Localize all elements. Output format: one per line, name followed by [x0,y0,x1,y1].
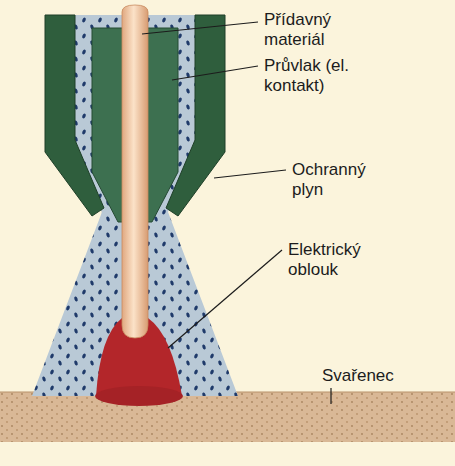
part-label: Průvlak (el. kontakt) [264,56,376,96]
leader-line [214,170,286,178]
part-label: Přídavný materiál [264,10,376,50]
leader-line [330,388,331,404]
filler-wire [122,5,148,338]
part-label: Elektrický oblouk [288,240,392,280]
part-label: Svařenec [322,366,432,386]
workpiece [0,392,455,442]
part-label: Ochranný plyn [292,160,396,200]
leader-line [142,22,258,34]
leader-line [172,66,258,80]
leader-line [168,250,282,348]
